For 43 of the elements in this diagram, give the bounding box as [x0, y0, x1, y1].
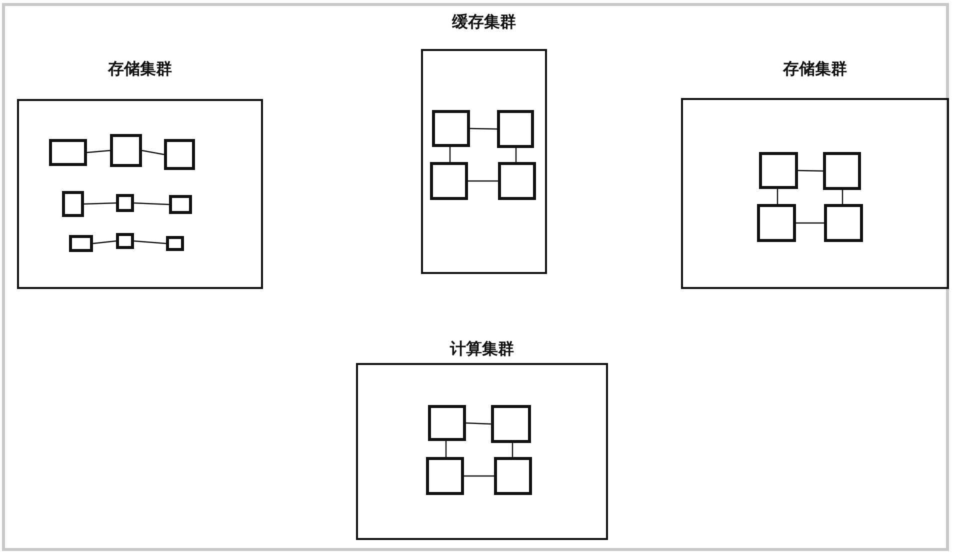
server-box: [757, 204, 796, 242]
server-box: [166, 236, 184, 251]
cluster-heading: 缓存集群: [452, 12, 516, 33]
server-box: [169, 195, 192, 214]
server-box: [164, 139, 195, 170]
server-box: [498, 162, 536, 200]
connector-line: [468, 180, 498, 182]
server-box: [430, 162, 468, 200]
connector-line: [466, 422, 492, 425]
server-box: [116, 233, 134, 249]
connector-line: [84, 202, 116, 205]
connector-line: [134, 202, 170, 206]
connector-line: [796, 222, 824, 224]
connector-line: [842, 190, 844, 204]
server-box: [62, 191, 84, 217]
cluster-heading: 计算集群: [450, 339, 514, 360]
server-box: [432, 110, 470, 147]
connector-line: [142, 150, 164, 156]
server-box: [110, 134, 142, 167]
server-box: [426, 457, 464, 495]
server-box: [69, 235, 93, 252]
server-box: [49, 139, 87, 166]
server-box: [116, 194, 134, 212]
connector-line: [464, 475, 494, 477]
server-box: [823, 152, 861, 190]
connector-line: [515, 148, 517, 162]
connector-line: [449, 147, 451, 162]
connector-line: [445, 441, 447, 457]
connector-line: [470, 128, 498, 130]
server-box: [491, 405, 531, 443]
server-box: [824, 204, 863, 242]
connector-line: [92, 240, 116, 244]
connector-line: [134, 240, 166, 244]
cluster-heading: 存储集群: [783, 59, 847, 80]
server-box: [428, 405, 466, 441]
server-box: [759, 152, 798, 189]
cluster-heading: 存储集群: [108, 59, 172, 80]
server-box: [494, 457, 532, 495]
connector-line: [512, 443, 514, 457]
connector-line: [776, 189, 778, 204]
connector-line: [798, 170, 824, 172]
server-box: [497, 110, 534, 148]
connector-line: [86, 150, 110, 154]
